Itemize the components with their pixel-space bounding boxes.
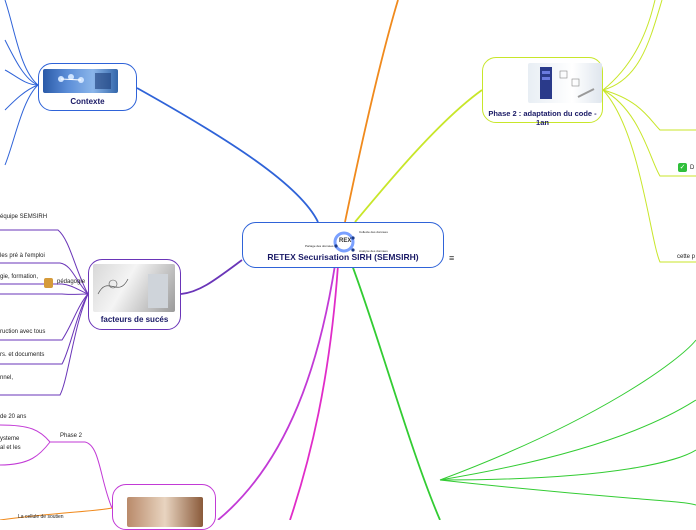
- rex-step-dot-3: [334, 244, 337, 247]
- facteur-item-7[interactable]: nnel,: [0, 375, 13, 381]
- contexte-sub-4: [5, 85, 38, 110]
- bottom-item-1[interactable]: de 20 ans: [0, 414, 26, 420]
- facteurs-image: [93, 264, 175, 312]
- facteur-item-5[interactable]: ruction avec tous: [0, 329, 45, 335]
- facteur-item-3[interactable]: gie, formation,: [0, 274, 38, 280]
- bottom-partial-label[interactable]: La cellule de soutien: [18, 514, 64, 520]
- branch-facteurs: [181, 260, 242, 294]
- check-icon: ✓: [678, 163, 687, 172]
- facteur-item-2[interactable]: les pré à l'emploi: [0, 253, 45, 259]
- branch-contexte: [137, 88, 318, 222]
- facteurs-title: facteurs de sucés: [89, 315, 180, 324]
- facteurs-line-7: [0, 294, 88, 395]
- rex-step-dot-1: [351, 236, 354, 239]
- facteur-item-1[interactable]: équipe SEMSIRH: [0, 214, 47, 220]
- phase2-left-line: [50, 442, 112, 508]
- facteur-item-6[interactable]: rs. et documents: [0, 352, 44, 358]
- teacher-icon: [44, 278, 53, 288]
- branch-bottom-magenta: [218, 265, 335, 520]
- bottom-phase2-label[interactable]: Phase 2: [60, 433, 82, 439]
- phase2-image: [528, 63, 602, 103]
- branch-top-orange: [345, 0, 398, 222]
- phase2-sub-1: [603, 0, 662, 90]
- green-sub-1: [440, 340, 696, 480]
- contexte-title: Contexte: [39, 97, 136, 106]
- facteur-item-4[interactable]: pédagogie: [57, 279, 85, 285]
- sketch-graphic: [93, 264, 175, 312]
- right-item-cette[interactable]: cette p: [677, 254, 695, 260]
- contexte-image: [43, 69, 118, 93]
- contexte-sub-5: [5, 85, 38, 165]
- phase2-title: Phase 2 : adaptation du code - 1an: [483, 109, 602, 127]
- branch-bottom-pink: [290, 265, 338, 520]
- contexte-sub-2: [5, 40, 38, 85]
- bottom-node[interactable]: [112, 484, 216, 530]
- branch-phase2: [355, 90, 482, 222]
- rex-step-partage: Partage des données: [305, 245, 334, 248]
- menu-icon[interactable]: ≡: [449, 253, 454, 263]
- facteurs-node[interactable]: facteurs de sucés: [88, 259, 181, 330]
- green-sub-2: [440, 400, 696, 480]
- contexte-node[interactable]: Contexte: [38, 63, 137, 111]
- green-sub-4: [440, 480, 696, 505]
- phase2-node[interactable]: Phase 2 : adaptation du code - 1an: [482, 57, 603, 123]
- rex-center-label: REX: [339, 238, 351, 244]
- bottom-node-image: [127, 497, 203, 527]
- rex-step-collecte: Collecte des données: [359, 231, 388, 234]
- branch-bottom-green: [352, 265, 440, 520]
- right-item-d[interactable]: D: [690, 165, 694, 171]
- central-node[interactable]: REX Collecte des données Analyse des don…: [242, 222, 444, 268]
- central-title: RETEX Securisation SIRH (SEMSIRH): [243, 252, 443, 262]
- server-graphic: [528, 63, 602, 103]
- bottom-item-2b[interactable]: al et les: [0, 445, 21, 451]
- network-graphic: [43, 69, 118, 93]
- bottom-item-2a[interactable]: ysteme: [0, 436, 19, 442]
